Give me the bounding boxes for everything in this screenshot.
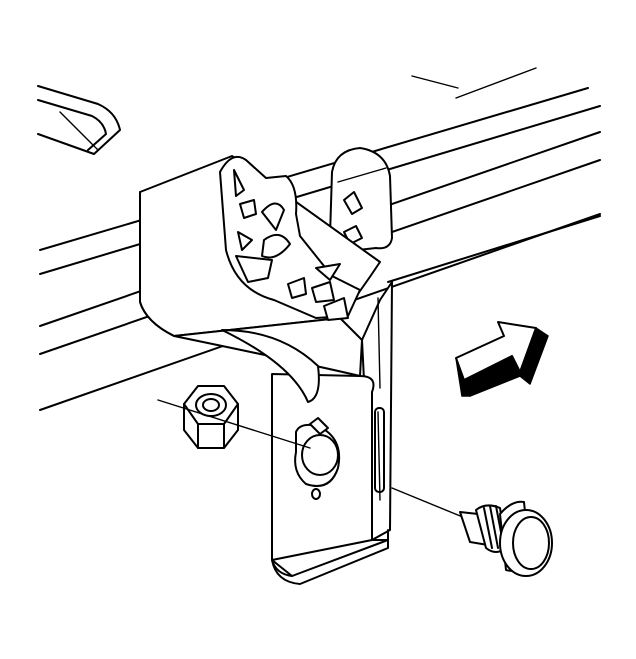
mount-hole [294, 417, 340, 500]
bolt-leader-line [391, 487, 471, 521]
bracket-handle [219, 156, 361, 321]
bracket-slot [221, 329, 320, 403]
nut-leader-line [157, 399, 311, 449]
direction-arrow-icon [455, 321, 549, 397]
flange-bolt [459, 500, 553, 577]
seat-corner [37, 85, 121, 155]
